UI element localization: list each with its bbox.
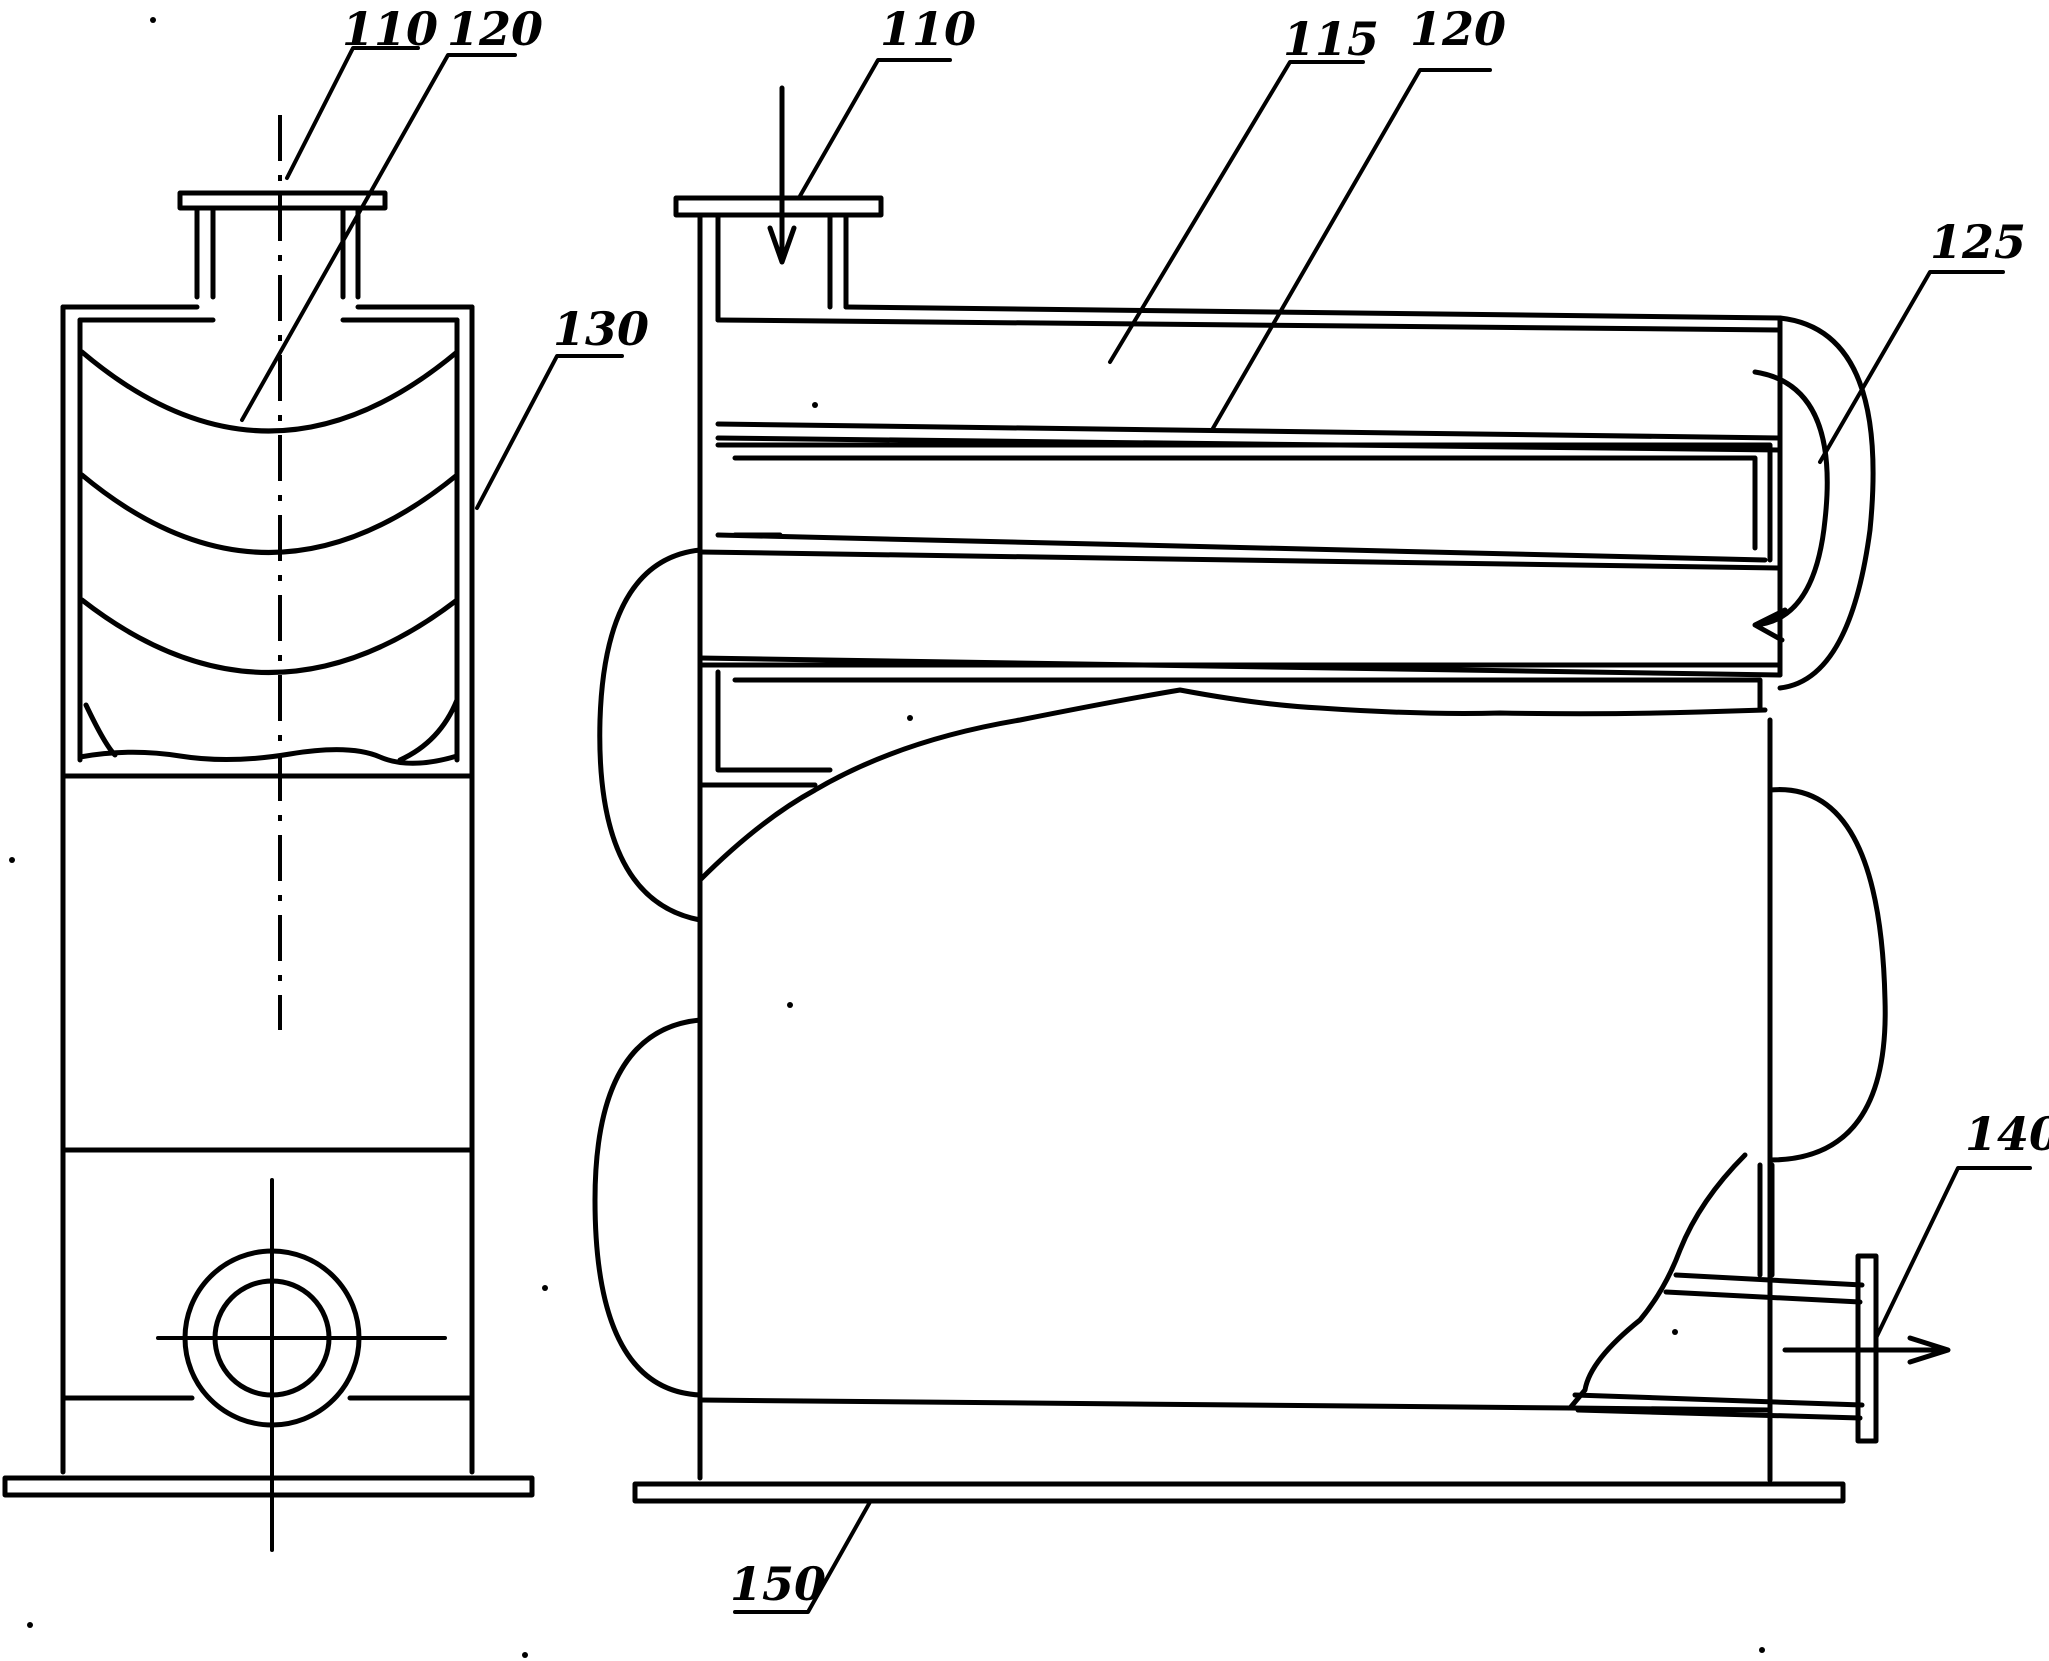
tube-1 xyxy=(715,442,1773,563)
front-view xyxy=(592,58,2032,1614)
side-view xyxy=(2,46,624,1552)
tube-separator xyxy=(697,549,1783,678)
return-bend-left-top xyxy=(597,547,703,923)
side-base-plate xyxy=(2,1475,535,1498)
side-baffle-2 xyxy=(79,472,460,555)
label-right-115: 115 xyxy=(1283,12,1379,66)
return-bend-right-top xyxy=(1777,315,1876,691)
inlet-arrow xyxy=(767,85,797,265)
front-top-cover xyxy=(715,304,1783,333)
side-baffle-1 xyxy=(79,349,460,434)
leader-right-110 xyxy=(798,58,952,198)
leader-left-130 xyxy=(475,354,624,510)
label-left-130: 130 xyxy=(553,302,649,356)
leader-right-125 xyxy=(1818,270,2005,464)
label-left-120: 120 xyxy=(447,2,543,56)
label-right-125: 125 xyxy=(1930,215,2026,269)
side-inlet-pipe xyxy=(194,205,361,300)
return-bend-right-mid xyxy=(1767,787,1888,1163)
tube-1-inner xyxy=(732,455,1758,551)
label-right-120: 120 xyxy=(1410,2,1506,56)
outlet-cutaway xyxy=(1567,1152,1748,1411)
leader-left-120 xyxy=(240,53,517,422)
side-divider-wavy xyxy=(77,747,460,766)
tube-2 xyxy=(697,662,1783,773)
outlet-pipe xyxy=(1572,1162,1865,1421)
return-bend-left-bottom xyxy=(592,1017,703,1398)
leader-right-120 xyxy=(1210,68,1492,432)
label-right-140: 140 xyxy=(1965,1107,2049,1161)
leader-right-150 xyxy=(733,1500,872,1614)
label-left-110: 110 xyxy=(342,2,438,56)
outlet-arrow xyxy=(1782,1335,1951,1365)
leader-right-140 xyxy=(1874,1166,2032,1340)
front-inlet-pipe xyxy=(697,212,849,1481)
side-inlet-flange xyxy=(177,190,388,211)
tube-2-inner xyxy=(697,677,1763,788)
side-outer-shell xyxy=(60,304,475,1475)
flow-arrow-125 xyxy=(1752,369,1830,643)
front-base-plate xyxy=(632,1481,1846,1504)
specks xyxy=(9,17,1765,1658)
front-inlet-flange xyxy=(673,195,884,218)
side-top-cover xyxy=(60,304,475,323)
cutaway-line-top xyxy=(697,687,1768,883)
side-baffle-3 xyxy=(79,597,460,675)
leader-left-110 xyxy=(285,46,420,180)
leader-right-115 xyxy=(1108,60,1365,364)
label-right-110: 110 xyxy=(880,2,976,56)
label-right-150: 150 xyxy=(730,1557,826,1611)
